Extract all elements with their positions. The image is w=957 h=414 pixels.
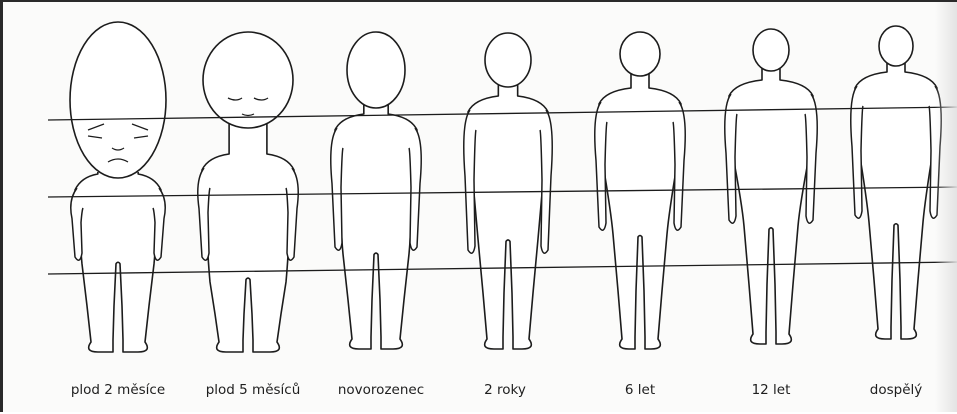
label-adult: dospělý <box>870 382 922 398</box>
figure-head <box>70 22 166 178</box>
figure-arm-right <box>805 94 817 223</box>
figure-head <box>753 29 789 71</box>
label-fetus-2-months: plod 2 měsíce <box>71 382 165 398</box>
figure-head <box>620 32 660 76</box>
figure-body-outline <box>855 60 937 339</box>
figure-fetus-5-months <box>198 32 298 352</box>
label-2-years: 2 roky <box>484 382 526 398</box>
figure-12-years <box>725 29 817 344</box>
figure-drawing <box>3 2 957 414</box>
figure-body-outline <box>202 122 294 352</box>
figure-arm-right <box>673 102 685 230</box>
figure-arm-right <box>409 128 421 250</box>
figure-adult <box>851 26 941 339</box>
figure-arm-left <box>595 102 607 230</box>
figure-body-outline <box>75 172 161 352</box>
figure-arm-left <box>464 110 476 253</box>
label-newborn: novorozenec <box>338 382 424 398</box>
label-12-years: 12 let <box>752 382 791 398</box>
figure-fetus-2-months <box>70 22 166 352</box>
figure-arm-left <box>725 94 737 223</box>
figure-arm-left <box>851 86 863 218</box>
figure-arm-right <box>929 86 941 218</box>
figure-body-outline <box>335 102 417 349</box>
figure-arm-right <box>540 110 552 253</box>
label-fetus-5-months: plod 5 měsíců <box>206 382 301 398</box>
label-6-years: 6 let <box>625 382 655 398</box>
figure-head <box>203 32 293 128</box>
figure-head <box>879 26 913 66</box>
figure-newborn <box>331 32 421 349</box>
figure-arm-left <box>331 128 343 250</box>
figure-head <box>485 33 531 87</box>
figure-body-outline <box>729 65 813 344</box>
figure-body-outline <box>468 81 548 349</box>
figure-head <box>347 32 405 108</box>
